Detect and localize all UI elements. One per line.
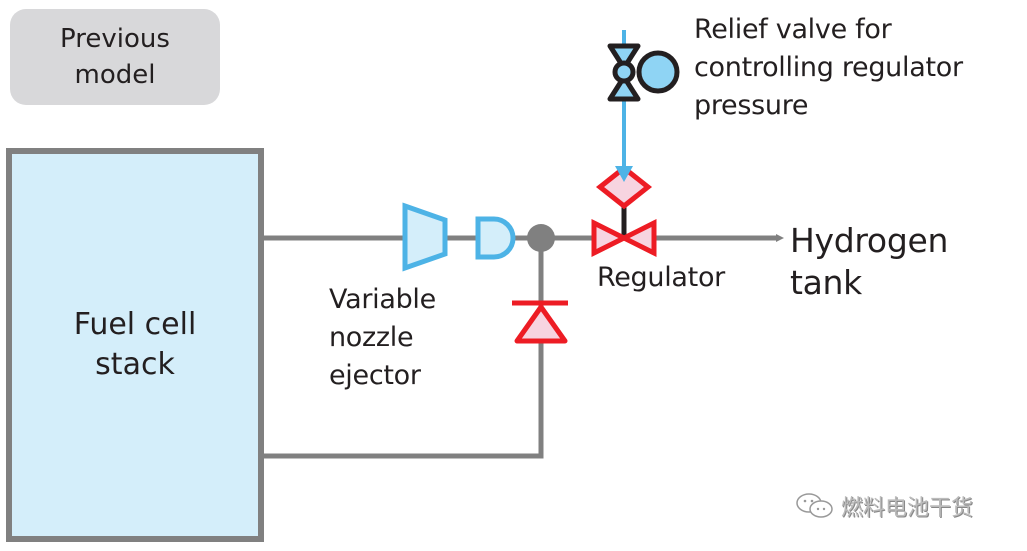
badge-line-2: model [74,60,156,90]
regulator-valve-left [591,218,630,258]
hydrogen-tank-label: Hydrogen tank [790,221,949,302]
regulator-valve-right [618,218,657,258]
fuel-cell-stack-label: Fuel cell stack [20,305,250,385]
relief-arrow-icon [615,166,633,182]
relief-valve-center [612,60,636,84]
wechat-icon [796,493,833,518]
ejector-label-line-1: Variable [329,284,436,315]
fuel-cell-stack-box [6,148,264,542]
pipe-end-arrow [776,234,784,242]
check-valve-icon [514,304,568,344]
watermark: 燃料电池干货 [795,490,973,522]
ejector-label-line-2: nozzle [329,322,414,353]
stack-label-line-1: Fuel cell [73,307,197,342]
badge-line-1: Previous [60,24,170,54]
ejector-body-icon [475,216,516,260]
relief-valve-label: Relief valve for controlling regulator p… [694,11,963,125]
relief-valve-top [607,43,641,71]
relief-valve-actuator-icon [636,50,680,94]
relief-valve-bottom [607,74,641,102]
regulator-diaphragm-icon [595,164,653,210]
stack-label-line-2: stack [95,347,175,382]
regulator-label: Regulator [597,262,725,293]
junction-node [527,224,555,252]
relief-label-line-1: Relief valve for [694,14,892,45]
previous-model-badge: Previous model [10,9,220,105]
watermark-text: 燃料电池干货 [841,496,974,521]
ejector-label: Variable nozzle ejector [329,281,436,395]
relief-label-line-2: controlling regulator [694,52,963,83]
relief-label-line-3: pressure [694,90,809,121]
ejector-nozzle-icon [402,202,448,272]
ejector-label-line-3: ejector [329,360,421,391]
